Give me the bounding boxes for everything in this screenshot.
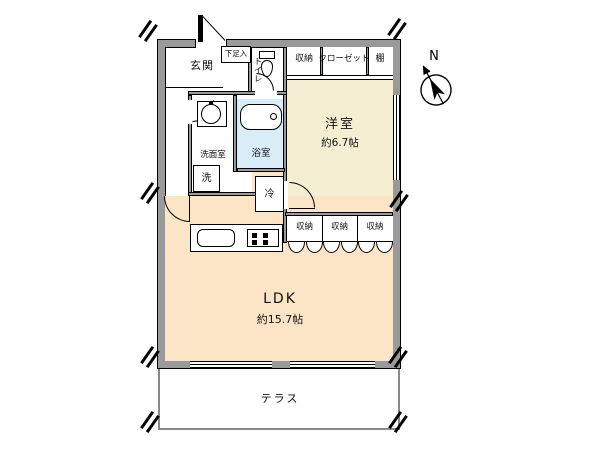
refrigerator-icon bbox=[255, 176, 284, 212]
label-refrigerator: 冷 bbox=[264, 188, 275, 200]
pillar-mark bbox=[140, 182, 160, 204]
label-shelf: 棚 bbox=[375, 54, 385, 65]
shoe-box bbox=[221, 46, 251, 63]
wall-segment bbox=[237, 168, 285, 172]
label-terrace: テラス bbox=[260, 391, 300, 405]
room-upper-closet-strip bbox=[287, 47, 393, 75]
kitchen-sink-icon bbox=[197, 229, 235, 247]
wall-cap bbox=[195, 39, 196, 48]
washing-machine-icon bbox=[193, 165, 220, 192]
sink-basin-icon bbox=[201, 104, 221, 124]
door-gap bbox=[255, 90, 277, 95]
wall-segment bbox=[188, 192, 256, 196]
label-toilet: トイレ bbox=[252, 57, 263, 83]
bathtub-drain-icon bbox=[270, 113, 277, 120]
pillar-mark bbox=[140, 346, 160, 368]
entrance-door-leaf-icon bbox=[198, 15, 203, 42]
burner-icon bbox=[263, 233, 268, 238]
wall-segment bbox=[233, 95, 237, 172]
burner-icon bbox=[252, 233, 257, 238]
door-gap bbox=[282, 181, 288, 209]
label-bathroom: 浴室 bbox=[251, 147, 271, 159]
wall-cap bbox=[226, 39, 227, 48]
pillar-mark bbox=[140, 411, 160, 433]
wall-segment bbox=[188, 91, 287, 95]
burner-icon bbox=[252, 240, 257, 245]
room-lower-storage-strip bbox=[287, 216, 393, 241]
label-ldk-size: 約15.7帖 bbox=[256, 312, 304, 326]
wall-segment bbox=[285, 212, 393, 216]
compass-icon: N bbox=[412, 46, 460, 112]
closet-sliding-door bbox=[287, 75, 393, 80]
label-closet: クローゼット bbox=[318, 54, 370, 65]
svg-text:N: N bbox=[429, 49, 439, 64]
label-lower-storage-3: 収納 bbox=[366, 222, 384, 233]
burner-icon bbox=[263, 240, 268, 245]
storage-divider bbox=[322, 216, 323, 241]
wall-segment bbox=[320, 47, 323, 75]
label-entrance: 玄関 bbox=[190, 58, 214, 72]
wall-segment bbox=[283, 47, 287, 243]
label-lower-storage-1: 収納 bbox=[295, 222, 313, 233]
room-terrace bbox=[158, 368, 400, 430]
western-room-window bbox=[393, 95, 400, 180]
door-leaf bbox=[289, 208, 315, 209]
label-western-room-size: 約6.7帖 bbox=[321, 137, 359, 150]
entrance-door-gap bbox=[196, 39, 226, 48]
label-washroom: 洗面室 bbox=[200, 150, 226, 161]
label-upper-storage: 収納 bbox=[294, 54, 313, 65]
label-ldk: LDK bbox=[263, 291, 297, 308]
toilet-tank-icon bbox=[259, 51, 275, 59]
label-washing-machine: 洗 bbox=[201, 173, 212, 184]
terrace-window bbox=[190, 361, 272, 368]
label-shoe-box: 下足入 bbox=[224, 49, 248, 59]
label-lower-storage-2: 収納 bbox=[330, 222, 348, 233]
storage-divider bbox=[357, 216, 358, 241]
wall-segment bbox=[366, 47, 369, 75]
faucet-icon bbox=[209, 101, 213, 105]
door-leaf bbox=[189, 196, 190, 222]
entrance-step-line bbox=[165, 87, 223, 88]
pillar-mark bbox=[387, 18, 407, 40]
label-western-room: 洋室 bbox=[324, 116, 355, 132]
storage-strip-line bbox=[287, 241, 393, 242]
terrace-window bbox=[290, 361, 375, 368]
pillar-mark bbox=[138, 20, 158, 42]
door-gap bbox=[187, 100, 193, 124]
toilet-bowl-icon bbox=[261, 60, 273, 77]
entrance-door-swing-line bbox=[202, 16, 226, 41]
